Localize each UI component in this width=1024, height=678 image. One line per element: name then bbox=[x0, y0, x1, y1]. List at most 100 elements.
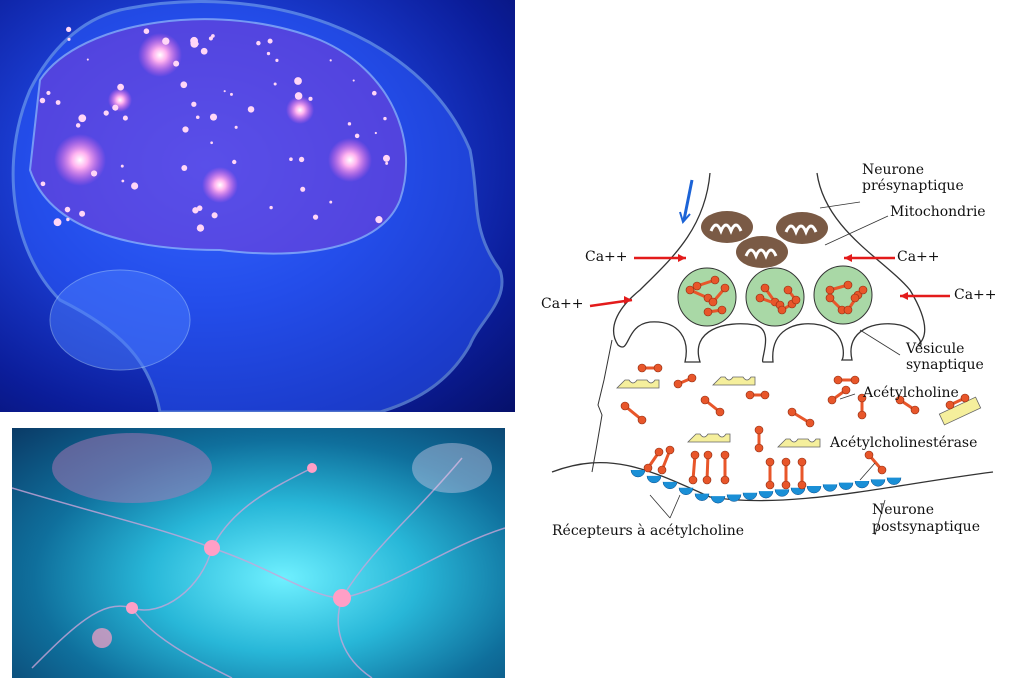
acetylcholine-atom bbox=[765, 457, 775, 467]
synaptic-cleft-brace bbox=[591, 339, 613, 473]
synapse-diagram: Neurone présynaptique Mitochondrie Ca++ … bbox=[530, 150, 1024, 550]
acetylcholine-atom bbox=[637, 363, 647, 373]
acetylcholine-atom bbox=[717, 305, 727, 315]
glow-dot bbox=[294, 77, 302, 85]
acetylcholine-atom bbox=[715, 407, 725, 417]
glow-dot bbox=[294, 92, 303, 100]
acetylcholine-atom bbox=[754, 443, 764, 453]
glow-dot bbox=[78, 114, 87, 123]
acetylcholine-atom bbox=[687, 373, 697, 383]
glow-dot bbox=[39, 97, 46, 104]
acetylcholine-atom bbox=[760, 390, 770, 400]
glow-dot bbox=[232, 159, 237, 165]
label-receptors: Récepteurs à acétylcholine bbox=[552, 523, 744, 539]
glow-dot bbox=[120, 164, 124, 168]
acetylcholine-atom bbox=[843, 305, 853, 315]
glow-dot bbox=[273, 82, 277, 86]
label-presynaptic-neuron-2: présynaptique bbox=[862, 178, 964, 194]
acetylcholine-receptor bbox=[742, 492, 758, 501]
acetylcholine-receptor bbox=[790, 487, 806, 495]
glow-dot bbox=[371, 90, 377, 96]
mitochondrion-crista bbox=[709, 223, 743, 235]
glow-spot bbox=[108, 88, 132, 112]
glow-dot bbox=[66, 26, 72, 33]
mitochondrion-crista bbox=[784, 224, 818, 236]
arrowhead-icon bbox=[624, 296, 632, 304]
glow-dot bbox=[86, 58, 89, 61]
neuron-network-image bbox=[12, 428, 505, 678]
acetylcholine-atom bbox=[777, 305, 787, 315]
glow-dot bbox=[385, 161, 389, 165]
acetylcholine-atom bbox=[673, 379, 683, 389]
glow-dot bbox=[40, 181, 46, 187]
acetylcholine-atom bbox=[745, 390, 755, 400]
glow-dot bbox=[122, 115, 128, 121]
mitochondrion bbox=[701, 211, 753, 243]
acetylcholine-atom bbox=[703, 450, 713, 460]
acetylcholine-atom bbox=[703, 307, 713, 317]
glow-dot bbox=[190, 36, 199, 45]
acetylcholine-atom bbox=[665, 445, 675, 455]
acetylcholine-atom bbox=[910, 405, 920, 415]
acetylcholinesterase-enzyme bbox=[616, 379, 660, 389]
acetylcholine-atom bbox=[637, 415, 647, 425]
glow-dot bbox=[112, 104, 119, 111]
synapse-svg bbox=[551, 172, 994, 536]
glow-dot bbox=[352, 79, 355, 82]
label-vesicle: Vésicule bbox=[906, 341, 965, 357]
glow-dot bbox=[375, 216, 383, 224]
acetylcholine-receptor bbox=[758, 491, 774, 499]
label-calcium-4: Ca++ bbox=[954, 287, 997, 303]
acetylcholine-receptor bbox=[822, 484, 838, 492]
glow-spot bbox=[54, 134, 106, 186]
glow-dot bbox=[90, 170, 98, 177]
acetylcholine-atom bbox=[620, 401, 630, 411]
acetylcholine-receptor bbox=[646, 475, 662, 484]
acetylcholine-atom bbox=[690, 450, 700, 460]
acetylcholine-atom bbox=[708, 297, 718, 307]
acetylcholine-receptor bbox=[886, 477, 902, 485]
glow-dot bbox=[230, 92, 233, 96]
acetylcholine-atom bbox=[858, 285, 868, 295]
glow-dot bbox=[266, 51, 271, 56]
glow-dot bbox=[298, 156, 305, 163]
acetylcholine-atom bbox=[895, 395, 905, 405]
glow-dot bbox=[210, 113, 218, 121]
acetylcholine-atom bbox=[700, 395, 710, 405]
glow-dot bbox=[347, 122, 352, 126]
acetylcholine-atom bbox=[805, 418, 815, 428]
acetylcholine-atom bbox=[960, 393, 970, 403]
glow-dot bbox=[208, 36, 213, 41]
label-acetylcholinesterase: Acétylcholinestérase bbox=[830, 435, 978, 451]
acetylcholine-receptor bbox=[678, 487, 694, 496]
acetylcholine-atom bbox=[781, 480, 791, 490]
glow-dot bbox=[173, 60, 180, 67]
mitochondrion bbox=[736, 236, 788, 268]
acetylcholine-atom bbox=[825, 285, 835, 295]
glow-dot bbox=[195, 115, 200, 120]
acetylcholine-atom bbox=[760, 283, 770, 293]
acetylcholinesterase-enzyme bbox=[938, 396, 982, 426]
glow-dot bbox=[131, 182, 139, 190]
acetylcholine-receptor bbox=[662, 481, 678, 490]
label-mitochondria: Mitochondrie bbox=[890, 204, 986, 220]
arrowhead-icon bbox=[900, 292, 908, 300]
acetylcholine-atom bbox=[877, 465, 887, 475]
glow-dot bbox=[329, 200, 333, 204]
synaptic-vesicle bbox=[813, 265, 873, 325]
acetylcholine-atom bbox=[857, 410, 867, 420]
acetylcholine-atom bbox=[692, 281, 702, 291]
glow-dot bbox=[79, 210, 86, 217]
glow-dot bbox=[67, 37, 71, 41]
glow-spot bbox=[138, 33, 182, 77]
glow-dot bbox=[53, 218, 62, 227]
glow-spot bbox=[286, 96, 314, 124]
acetylcholine-atom bbox=[720, 283, 730, 293]
acetylcholine-receptor bbox=[630, 469, 646, 478]
acetylcholine-atom bbox=[702, 475, 712, 485]
label-postsynaptic-neuron-2: postsynaptique bbox=[872, 519, 980, 535]
acetylcholine-atom bbox=[654, 447, 664, 457]
acetylcholine-receptor bbox=[726, 494, 742, 502]
acetylcholine-atom bbox=[945, 400, 955, 410]
glow-spot bbox=[328, 138, 372, 182]
